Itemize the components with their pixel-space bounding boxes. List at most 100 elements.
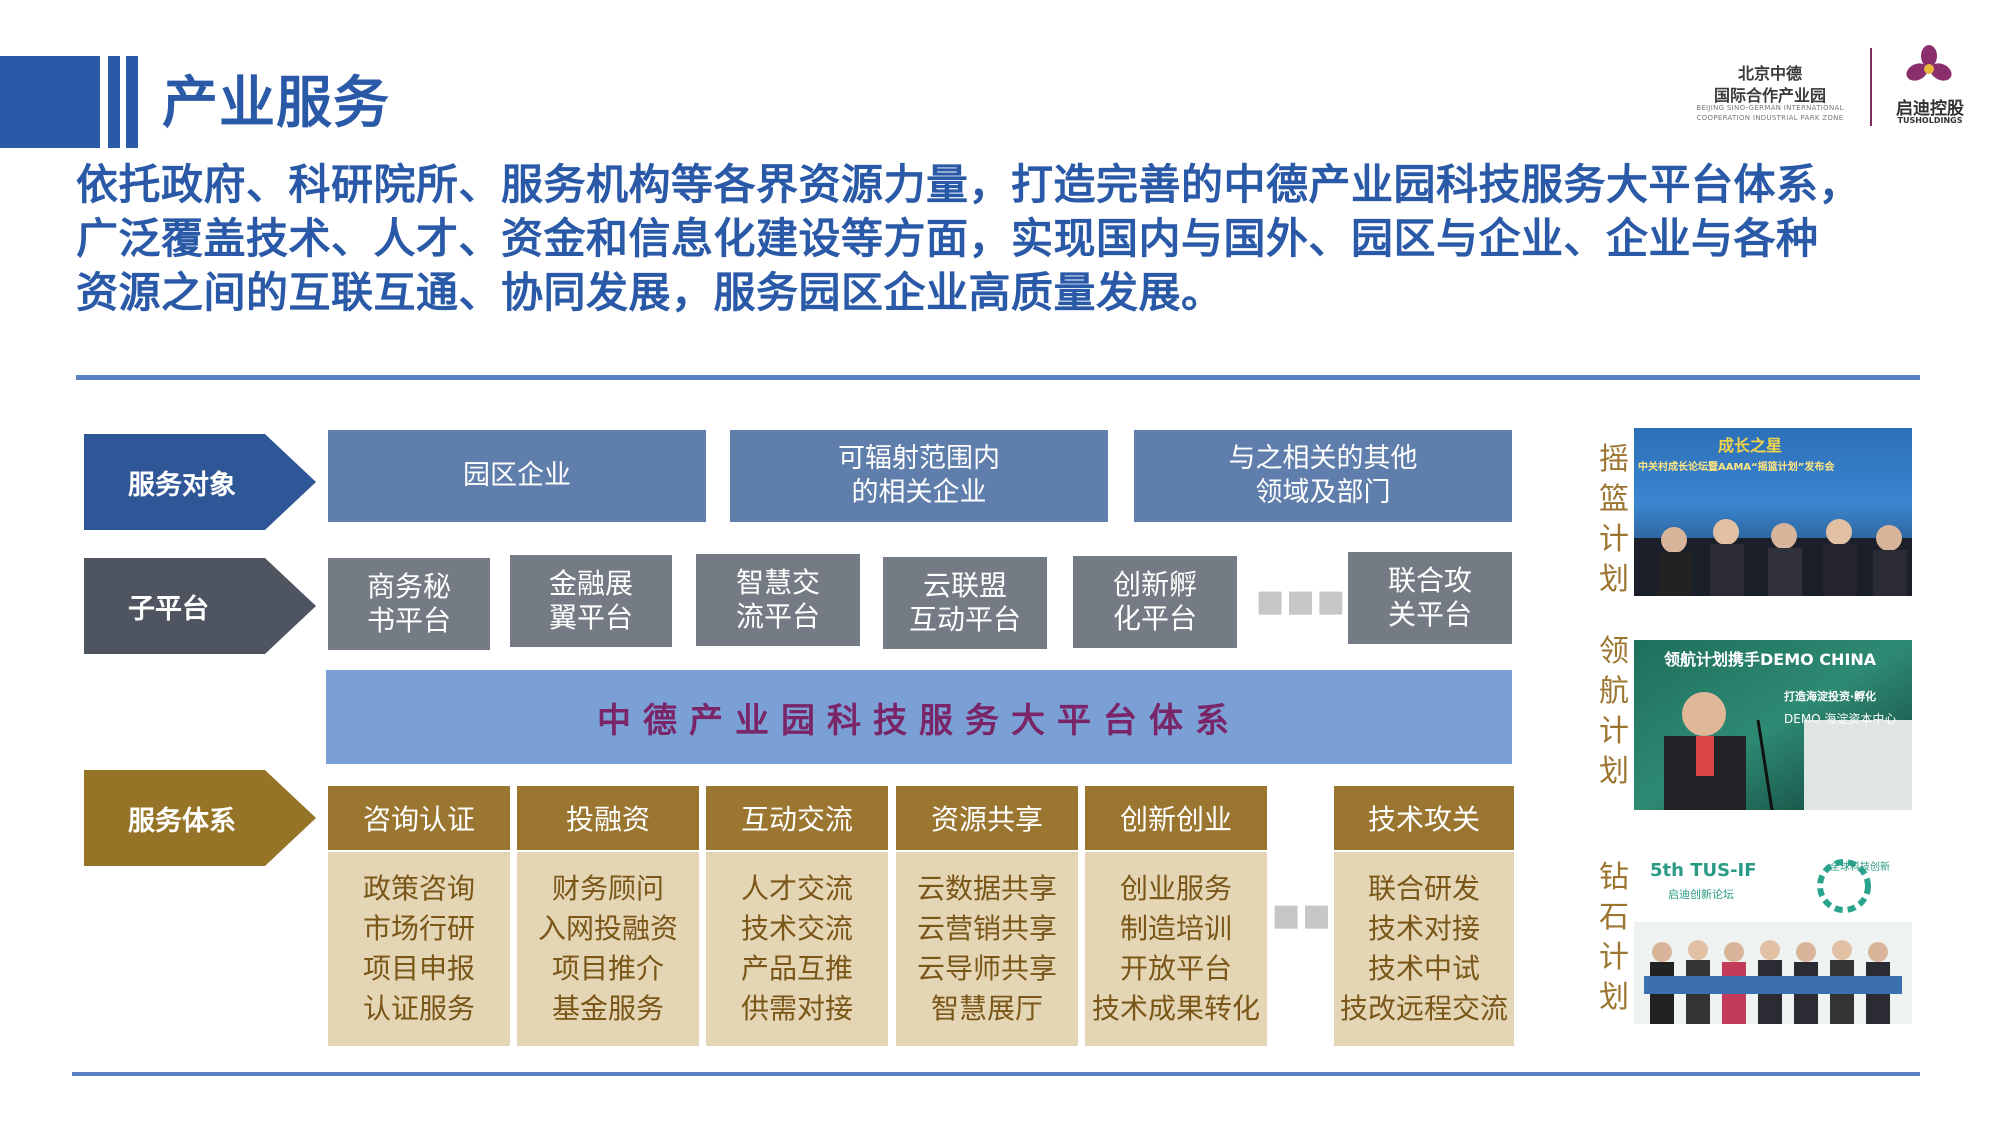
sub-platform-box: 金融展 翼平台 — [510, 555, 672, 647]
service-item: 供需对接 — [740, 992, 853, 1025]
service-header: 互动交流 — [706, 786, 888, 850]
target-box: 园区企业 — [328, 430, 706, 522]
sub-platform-label: 联合攻 — [1387, 564, 1472, 597]
park-logo-en-line1: BEIJING SINO-GERMAN INTERNATIONAL — [1696, 104, 1844, 112]
service-header: 技术攻关 — [1334, 786, 1514, 850]
intro-line: 广泛覆盖技术、人才、资金和信息化建设等方面，实现国内与国外、园区与企业、企业与各… — [76, 214, 1819, 263]
photo-title: 成长之星 — [1718, 436, 1783, 455]
photo-title: 5th TUS-IF — [1650, 860, 1757, 881]
row-label-targets: 服务对象 — [84, 434, 316, 530]
target-box: 可辐射范围内 的相关企业 — [730, 430, 1108, 522]
photo-title: 领航计划携手DEMO CHINA — [1664, 650, 1877, 669]
target-label: 园区企业 — [463, 460, 571, 491]
program-label-char: 篮 — [1599, 482, 1629, 517]
tus-flower-icon — [1906, 44, 1952, 90]
program-label-char: 计 — [1599, 714, 1629, 749]
service-item: 人才交流 — [740, 872, 853, 905]
service-item: 产品互推 — [740, 952, 853, 985]
program-label-char: 划 — [1599, 754, 1629, 789]
sub-platform-label: 关平台 — [1387, 598, 1472, 631]
sub-platform-box: 智慧交 流平台 — [696, 554, 860, 646]
sub-platform-box: 商务秘 书平台 — [328, 558, 490, 650]
service-item: 云数据共享 — [916, 872, 1057, 905]
service-item: 技术中试 — [1367, 952, 1480, 985]
program-label: 钻 石 计 划 — [1594, 858, 1634, 1018]
photo-sign: 全球科技创新 — [1830, 862, 1890, 873]
service-body: 联合研发 技术对接 技术中试 技改远程交流 — [1334, 852, 1514, 1046]
service-item: 创业服务 — [1119, 872, 1232, 905]
header-accent-block — [0, 56, 100, 148]
program-label-char: 划 — [1599, 562, 1629, 597]
park-logo-cn-line2: 国际合作产业园 — [1713, 86, 1826, 105]
service-item: 政策咨询 — [362, 872, 475, 905]
logo-divider — [1870, 48, 1872, 126]
sub-platform-box: 联合攻 关平台 — [1348, 552, 1512, 644]
target-label: 与之相关的其他 — [1228, 443, 1418, 474]
target-label: 领域及部门 — [1255, 477, 1391, 508]
program-label-char: 摇 — [1599, 442, 1629, 477]
tus-logo-en: TUSHOLDINGS — [1897, 116, 1963, 125]
service-item: 云导师共享 — [916, 952, 1057, 985]
service-item: 联合研发 — [1367, 872, 1480, 905]
sub-platform-label: 金融展 — [548, 567, 633, 600]
sub-platform-label: 流平台 — [735, 600, 820, 633]
ellipsis-icon: ■■■ — [1272, 898, 1364, 933]
service-item: 开放平台 — [1119, 952, 1232, 985]
program-label-char: 石 — [1599, 900, 1629, 935]
target-box: 与之相关的其他 领域及部门 — [1134, 430, 1512, 522]
sub-platform-box: 创新孵 化平台 — [1073, 556, 1237, 648]
service-body: 创业服务 制造培训 开放平台 技术成果转化 — [1085, 852, 1267, 1046]
program-label-char: 划 — [1599, 980, 1629, 1015]
service-item: 财务顾问 — [551, 872, 664, 905]
main-platform-bar: 中德产业园科技服务大平台体系 — [326, 670, 1512, 764]
service-body: 云数据共享 云营销共享 云导师共享 智慧展厅 — [896, 852, 1078, 1046]
divider-rule — [72, 1072, 1920, 1076]
service-item: 技术交流 — [740, 912, 853, 945]
service-item: 云营销共享 — [916, 912, 1057, 945]
row-label-sub-platforms: 子平台 — [84, 558, 316, 654]
program-label-char: 钻 — [1599, 860, 1629, 895]
program-label-char: 计 — [1599, 522, 1629, 557]
sub-platform-box: 云联盟 互动平台 — [883, 557, 1047, 649]
intro-line: 依托政府、科研院所、服务机构等各界资源力量，打造完善的中德产业园科技服务大平台体… — [76, 160, 1862, 209]
tus-logo-cn: 启迪控股 — [1896, 99, 1964, 119]
program-photo: 5th TUS-IF 启迪创新论坛 全球科技创新 — [1634, 852, 1912, 1024]
service-body: 政策咨询 市场行研 项目申报 认证服务 — [328, 852, 510, 1046]
header-accent-bar — [108, 56, 120, 148]
service-item: 技术成果转化 — [1091, 992, 1260, 1025]
service-header: 资源共享 — [896, 786, 1078, 850]
divider-rule — [76, 375, 1920, 380]
ellipsis-icon: ■■■ — [1256, 584, 1348, 619]
sub-platform-label: 云联盟 — [922, 569, 1007, 602]
sub-platform-label: 翼平台 — [548, 601, 633, 634]
intro-paragraph: 依托政府、科研院所、服务机构等各界资源力量，打造完善的中德产业园科技服务大平台体… — [76, 158, 1956, 320]
intro-line: 资源之间的互联互通、协同发展，服务园区企业高质量发展。 — [76, 268, 1224, 317]
sub-platform-label: 化平台 — [1112, 602, 1197, 635]
service-item: 技改远程交流 — [1339, 992, 1508, 1025]
photo-caption: 启迪创新论坛 — [1668, 888, 1734, 901]
program-label-char: 计 — [1599, 940, 1629, 975]
service-item: 认证服务 — [362, 992, 475, 1025]
sub-platform-label: 书平台 — [366, 604, 451, 637]
park-logo-cn-line1: 北京中德 — [1737, 64, 1802, 83]
service-header: 咨询认证 — [328, 786, 510, 850]
program-label-char: 航 — [1599, 674, 1629, 709]
sub-platform-label: 创新孵 — [1112, 568, 1197, 601]
page-title: 产业服务 — [162, 71, 390, 136]
sub-platform-label: 互动平台 — [908, 603, 1021, 636]
service-body: 财务顾问 入网投融资 项目推介 基金服务 — [517, 852, 699, 1046]
service-item: 制造培训 — [1119, 912, 1232, 945]
service-item: 智慧展厅 — [930, 992, 1043, 1025]
service-item: 基金服务 — [551, 992, 664, 1025]
service-item: 市场行研 — [362, 912, 475, 945]
sub-platform-label: 商务秘 — [366, 570, 451, 603]
service-body: 人才交流 技术交流 产品互推 供需对接 — [706, 852, 888, 1046]
program-label: 摇 篮 计 划 — [1594, 440, 1634, 600]
program-photo: 成长之星 中关村成长论坛暨AAMA“摇篮计划”发布会 — [1634, 428, 1912, 596]
photo-sign: DEMO 海淀资本中心 — [1784, 712, 1897, 726]
service-header: 创新创业 — [1085, 786, 1267, 850]
target-label: 可辐射范围内 — [838, 443, 1000, 474]
service-item: 项目申报 — [362, 952, 475, 985]
program-photo: 领航计划携手DEMO CHINA 打造海淀投资·孵化 DEMO 海淀资本中心 — [1634, 640, 1912, 810]
service-item: 入网投融资 — [537, 912, 678, 945]
